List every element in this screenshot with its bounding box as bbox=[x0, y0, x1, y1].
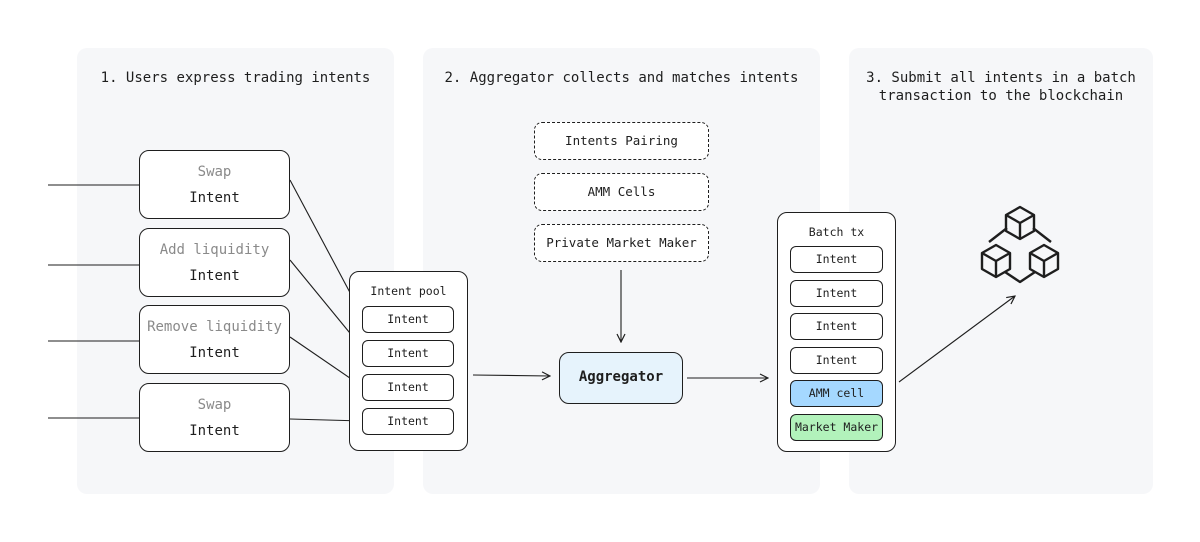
batch-tx-title: Batch tx bbox=[808, 225, 865, 239]
batch-amm-cell[interactable]: AMM cell bbox=[790, 380, 883, 407]
intent-type-label: Add liquidity bbox=[159, 242, 270, 258]
batch-to-blockchain-arrow bbox=[898, 296, 1015, 383]
pool-intent[interactable]: Intent bbox=[362, 340, 454, 367]
intent-card-swap-2[interactable]: Swap Intent bbox=[139, 383, 290, 452]
intent-label: Intent bbox=[189, 190, 240, 206]
intent-card-add-liquidity[interactable]: Add liquidity Intent bbox=[139, 228, 290, 297]
source-amm-cells[interactable]: AMM Cells bbox=[534, 173, 709, 211]
blockchain-cubes-icon bbox=[980, 205, 1060, 284]
pool-intent[interactable]: Intent bbox=[362, 374, 454, 401]
source-private-market-maker[interactable]: Private Market Maker bbox=[534, 224, 709, 262]
pool-to-aggregator-arrow bbox=[472, 375, 550, 376]
pool-intent[interactable]: Intent bbox=[362, 306, 454, 333]
aggregator-node[interactable]: Aggregator bbox=[559, 352, 683, 404]
intent-type-label: Remove liquidity bbox=[147, 319, 282, 335]
panel-title-aggregator: 2. Aggregator collects and matches inten… bbox=[444, 70, 799, 86]
pool-intent[interactable]: Intent bbox=[362, 408, 454, 435]
intent-type-label: Swap bbox=[197, 164, 232, 180]
panel-title-blockchain: 3. Submit all intents in a batch transac… bbox=[866, 70, 1136, 104]
panel-blockchain bbox=[849, 48, 1153, 494]
intent-type-label: Swap bbox=[197, 397, 232, 413]
intent-card-remove-liquidity[interactable]: Remove liquidity Intent bbox=[139, 305, 290, 374]
batch-intent[interactable]: Intent bbox=[790, 280, 883, 307]
batch-intent[interactable]: Intent bbox=[790, 246, 883, 273]
source-intents-pairing[interactable]: Intents Pairing bbox=[534, 122, 709, 160]
intent-pool-title: Intent pool bbox=[370, 284, 447, 298]
intent-label: Intent bbox=[189, 268, 240, 284]
intent-card-swap[interactable]: Swap Intent bbox=[139, 150, 290, 219]
batch-intent[interactable]: Intent bbox=[790, 347, 883, 374]
batch-market-maker[interactable]: Market Maker bbox=[790, 414, 883, 441]
intent-label: Intent bbox=[189, 423, 240, 439]
batch-intent[interactable]: Intent bbox=[790, 313, 883, 340]
intent-label: Intent bbox=[189, 345, 240, 361]
panel-title-users: 1. Users express trading intents bbox=[100, 70, 371, 86]
